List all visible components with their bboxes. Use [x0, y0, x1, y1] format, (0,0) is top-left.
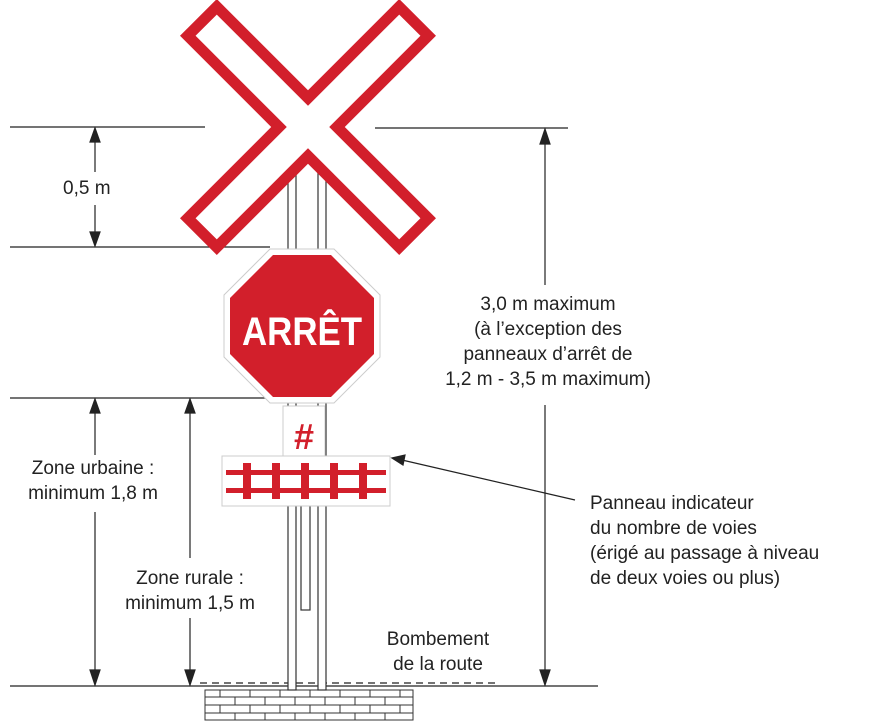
stop-sign: ARRÊT [223, 248, 381, 404]
road-crown-line-2: de la route [393, 654, 483, 675]
rural-zone-line-2: minimum 1,5 m [125, 593, 255, 614]
dimension-arrows [89, 126, 576, 687]
crossbuck-sign [180, 0, 436, 255]
crossbuck-height-label: 0,5 m [63, 178, 111, 199]
urban-zone-line-1: Zone urbaine : [31, 458, 155, 479]
urban-zone-label: Zone urbaine : minimum 1,8 m [2, 456, 184, 506]
track-panel-line-2: du nombre de voies [590, 518, 757, 539]
ground-pattern [204, 689, 414, 721]
rail-track-symbol [226, 463, 386, 499]
max-height-line-4: 1,2 m - 3,5 m maximum) [445, 369, 651, 390]
track-count-panel: # [221, 405, 391, 507]
road-crown-label: Bombement de la route [358, 627, 518, 677]
track-panel-label: Panneau indicateur du nombre de voies (é… [590, 491, 819, 591]
stop-sign-text: ARRÊT [242, 308, 362, 354]
rural-zone-label: Zone rurale : minimum 1,5 m [102, 566, 278, 616]
max-height-line-1: 3,0 m maximum [480, 294, 616, 315]
urban-zone-line-2: minimum 1,8 m [28, 483, 158, 504]
small-post [300, 499, 311, 611]
road-crown-line-1: Bombement [386, 629, 490, 650]
max-height-line-3: panneaux d’arrêt de [463, 344, 633, 365]
track-panel-line-1: Panneau indicateur [590, 493, 754, 514]
track-panel-line-3: (érigé au passage à niveau [590, 543, 820, 564]
max-height-line-2: (à l’exception des [474, 319, 622, 340]
rural-zone-line-1: Zone rurale : [136, 568, 244, 589]
reference-lines [10, 126, 598, 687]
max-height-label: 3,0 m maximum (à l’exception des panneau… [398, 292, 698, 392]
track-panel-line-4: de deux voies ou plus) [590, 568, 781, 589]
track-count-symbol: # [294, 416, 314, 457]
